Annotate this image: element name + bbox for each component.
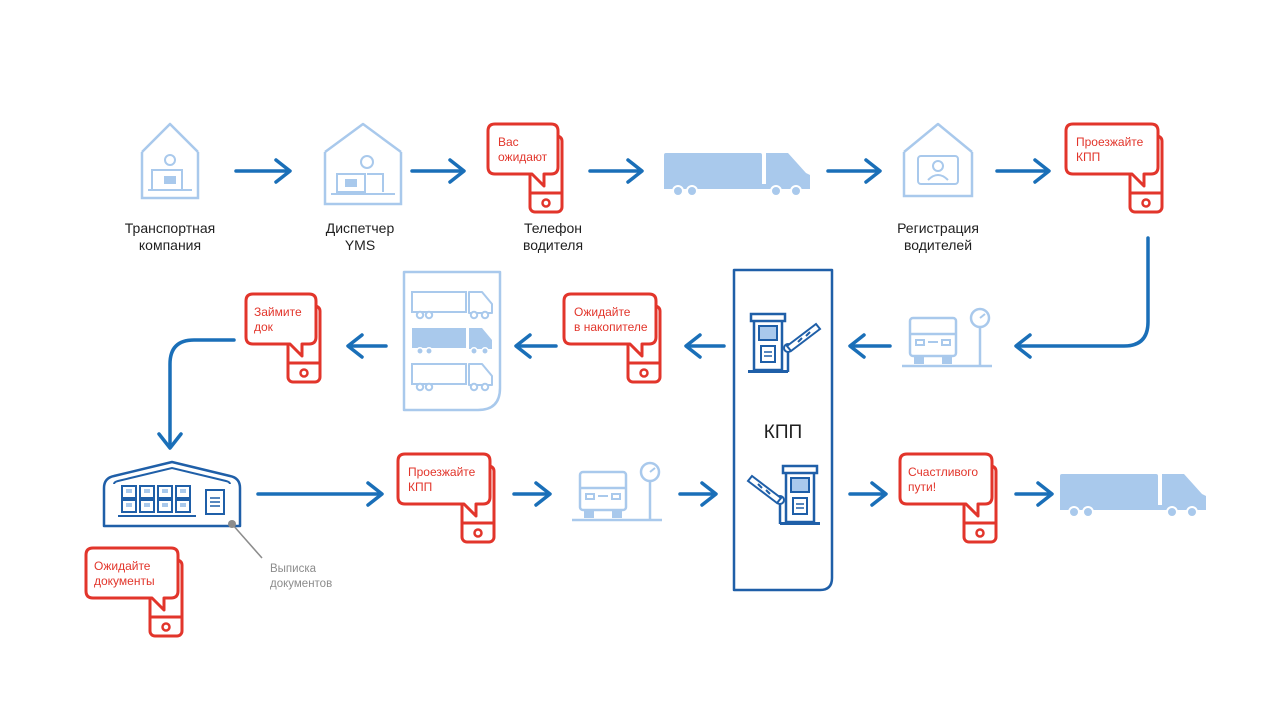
parking-trucks-icon (402, 270, 502, 412)
message-line: Вас (498, 135, 519, 149)
message-line: в накопителе (574, 320, 648, 334)
flow-arrow-connector-left (157, 338, 236, 450)
note-line: Выписка (270, 563, 317, 575)
message-line: Счастливого (908, 465, 978, 479)
flow-arrow (848, 481, 888, 507)
flow-arrow (1014, 481, 1054, 507)
phone-message-icon-proceed-kpp-top: Проезжайте КПП (1064, 122, 1164, 214)
message-line: Проезжайте (1076, 135, 1144, 149)
phone-message-icon-proceed-kpp-bottom: Проезжайте КПП (396, 452, 496, 544)
truck-on-scales-icon (570, 461, 664, 522)
flow-arrow-connector-right (1014, 236, 1150, 359)
phone-message-icon-happy-journey: Счастливого пути! (898, 452, 998, 544)
truck-icon (663, 152, 811, 197)
flow-arrow (234, 158, 1051, 184)
flow-arrow (346, 333, 388, 359)
label-driver-registration: Регистрация водителей (897, 220, 979, 253)
message-line: Ожидайте (94, 559, 151, 573)
document-issue-note: Выписка документов (228, 520, 332, 590)
message-line: Ожидайте (574, 305, 631, 319)
truck-on-scales-icon (900, 307, 994, 368)
house-with-dispatcher-icon (323, 122, 403, 206)
note-line: документов (270, 578, 332, 590)
flow-arrow (678, 481, 718, 507)
flow-arrow (514, 333, 558, 359)
message-line: пути! (908, 480, 936, 494)
house-with-person-icon (140, 122, 200, 200)
phone-message-icon-take-dock: Займите док (244, 292, 322, 384)
warehouse-dock-icon (102, 460, 242, 528)
flow-arrow (848, 333, 892, 359)
barrier-gate-icon-exit (746, 464, 822, 527)
message-line: документы (94, 574, 155, 588)
phone-message-icon-wait-in-buffer: Ожидайте в накопителе (562, 292, 662, 384)
message-line: Проезжайте (408, 465, 476, 479)
checkpoint-label: КПП (764, 422, 802, 443)
label-transport-company: Транспортная компания (124, 220, 216, 253)
barrier-gate-icon-entry (746, 312, 822, 375)
message-line: ожидают (498, 150, 548, 164)
house-with-id-card-icon (902, 122, 974, 198)
truck-icon (1059, 473, 1207, 518)
phone-message-icon-wait-documents: Ожидайте документы (84, 546, 184, 638)
message-line: КПП (1076, 150, 1100, 164)
phone-message-icon-you-are-expected: Вас ожидают (486, 122, 564, 214)
flow-arrow (684, 333, 726, 359)
label-driver-phone: Телефон водителя (522, 220, 584, 253)
flow-arrow (512, 481, 552, 507)
label-dispatcher: Диспетчер YMS (325, 220, 395, 253)
message-line: Займите (254, 305, 302, 319)
message-line: док (254, 320, 274, 334)
flow-arrow (256, 481, 384, 507)
message-line: КПП (408, 480, 432, 494)
